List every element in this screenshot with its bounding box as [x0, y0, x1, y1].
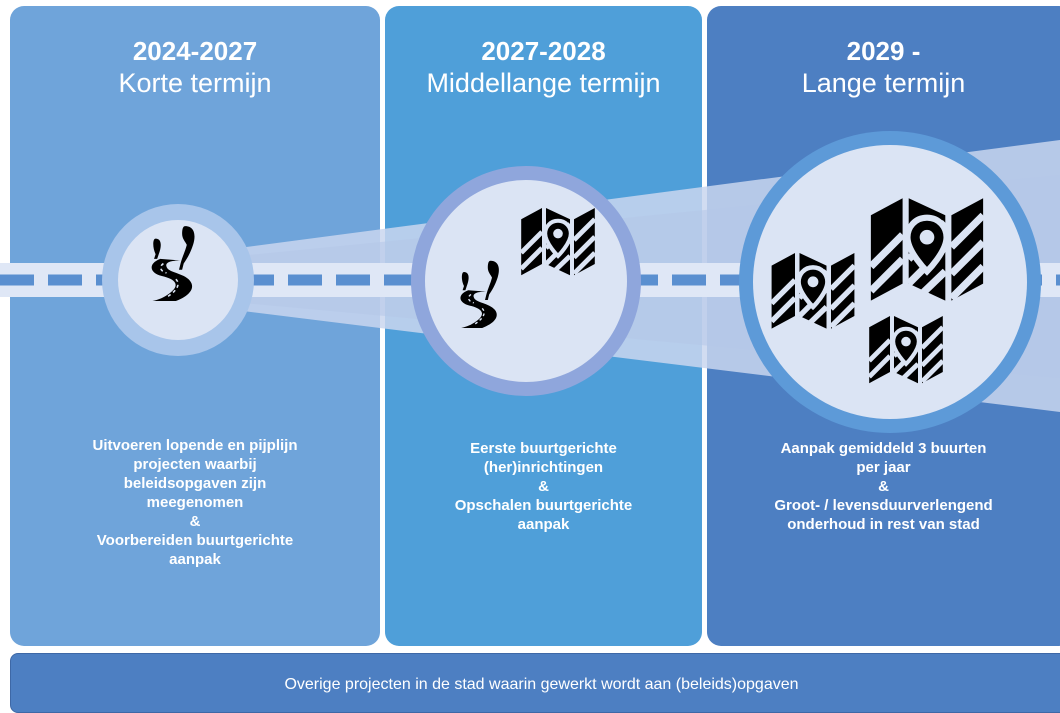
description-line: Opschalen buurtgerichte	[454, 497, 633, 514]
description-line: aanpak	[517, 516, 570, 533]
description-line: Voorbereiden buurtgerichte	[96, 532, 294, 549]
other-projects-bar: Overige projecten in de stad waarin gewe…	[10, 653, 1060, 713]
description-line: aanpak	[169, 551, 221, 568]
phase-panel-short-term: 2024-2027 Korte termijn Uitvoeren lopend…	[10, 6, 380, 646]
description-line: &	[878, 478, 889, 495]
phase-term: Lange termijn	[801, 68, 966, 99]
phase-years: 2029 -	[846, 36, 921, 66]
phase-years: 2024-2027	[132, 36, 258, 66]
phase-description: Eerste buurtgerichte (her)inrichtingen &…	[395, 439, 692, 534]
description-line: Uitvoeren lopende en pijplijn	[92, 437, 298, 454]
description-line: onderhoud in rest van stad	[787, 516, 980, 533]
phase-years: 2027-2028	[481, 36, 606, 66]
description-line: (her)inrichtingen	[483, 459, 604, 476]
description-line: Eerste buurtgerichte	[470, 440, 617, 457]
other-projects-text: Overige projecten in de stad waarin gewe…	[284, 676, 799, 693]
description-line: per jaar	[856, 459, 911, 476]
description-line: &	[538, 478, 549, 495]
phase-header: 2029 - Lange termijn	[707, 36, 1060, 100]
phase-header: 2024-2027 Korte termijn	[10, 36, 380, 100]
phase-panel-long-term: 2029 - Lange termijn Aanpak gemiddeld 3 …	[707, 6, 1060, 646]
phase-header: 2027-2028 Middellange termijn	[385, 36, 702, 100]
phase-term: Korte termijn	[118, 68, 272, 99]
description-line: &	[189, 513, 201, 530]
phase-description: Uitvoeren lopende en pijplijn projecten …	[20, 436, 370, 569]
description-line: beleidsopgaven zijn	[123, 475, 267, 492]
description-line: meegenomen	[146, 494, 244, 511]
phase-panel-medium-term: 2027-2028 Middellange termijn Eerste buu…	[385, 6, 702, 646]
description-line: Aanpak gemiddeld 3 buurten	[780, 440, 987, 457]
phase-term: Middellange termijn	[426, 68, 661, 99]
phase-description: Aanpak gemiddeld 3 buurten per jaar & Gr…	[717, 439, 1050, 534]
description-line: Groot- / levensduurverlengend	[774, 497, 993, 514]
description-line: projecten waarbij	[133, 456, 257, 473]
